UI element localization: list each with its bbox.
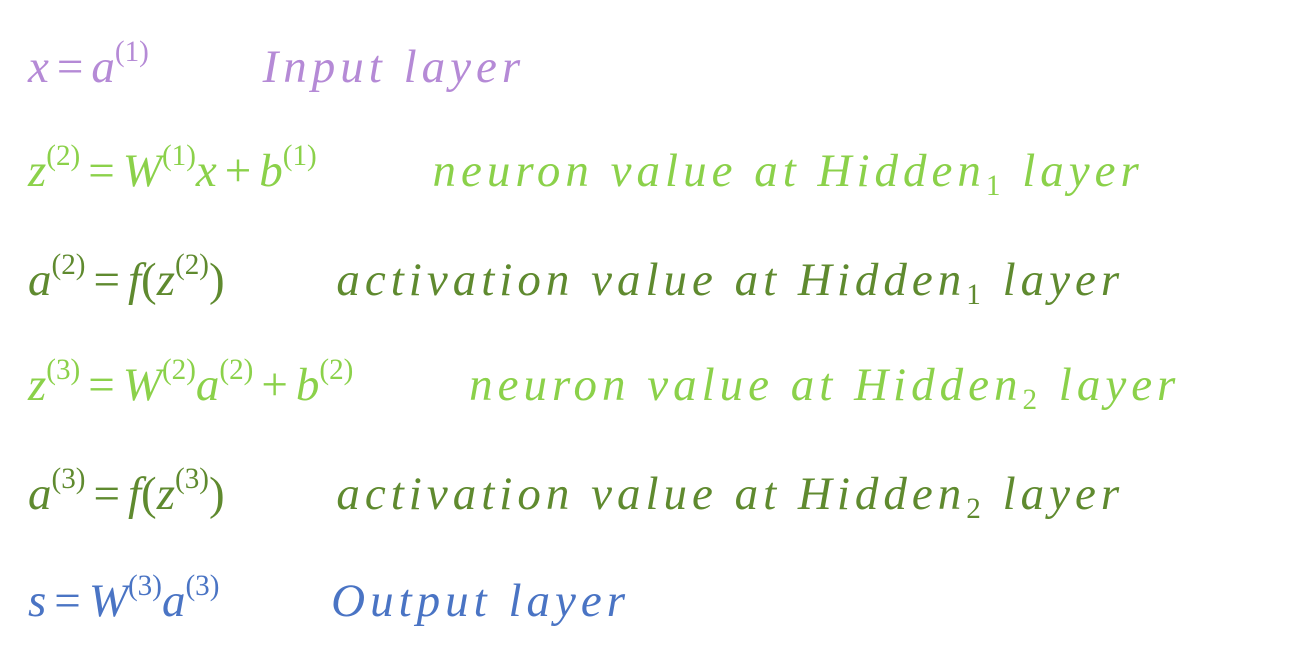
plus-sign: +: [224, 145, 252, 197]
var-a: a: [161, 575, 186, 627]
equation-formula: a(3)=f(z(3)): [28, 464, 225, 520]
var-a: a: [28, 468, 52, 520]
var-w: W: [122, 145, 162, 197]
equation-description: activation value at Hidden2 layer: [336, 468, 1125, 524]
equation-formula: s=W(3)a(3): [28, 571, 219, 627]
open-paren: (: [141, 468, 157, 520]
var-x: x: [28, 41, 49, 93]
equation-description: activation value at Hidden1 layer: [336, 254, 1125, 310]
equation-hidden2-neuron: z(3)=W(2)a(2)+b(2) neuron value at Hidde…: [28, 355, 1181, 415]
equation-formula: z(2)=W(1)x+b(1): [28, 141, 317, 197]
var-a: a: [195, 359, 220, 411]
var-x: x: [195, 145, 217, 197]
var-z: z: [156, 254, 175, 306]
equation-formula: x=a(1): [28, 37, 149, 93]
subscript: 1: [985, 170, 1006, 203]
func-f: f: [127, 468, 142, 520]
equation-description: Output layer: [331, 575, 631, 627]
superscript: (1): [161, 140, 196, 173]
equation-hidden1-activation: a(2)=f(z(2)) activation value at Hidden1…: [28, 250, 1125, 310]
var-z: z: [156, 468, 175, 520]
func-f: f: [127, 254, 142, 306]
var-b: b: [259, 145, 283, 197]
superscript: (1): [114, 36, 149, 69]
subscript: 2: [1022, 384, 1043, 417]
var-z: z: [28, 359, 47, 411]
superscript: (3): [185, 570, 220, 603]
description-tail: layer: [1022, 145, 1144, 197]
description-main: activation value at Hidden: [336, 254, 967, 306]
superscript: (2): [46, 140, 81, 173]
equals-sign: =: [56, 41, 84, 93]
superscript: (2): [51, 249, 86, 282]
plus-sign: +: [261, 359, 288, 411]
description-tail: layer: [1058, 359, 1181, 411]
close-paren: ): [208, 468, 225, 520]
var-z: z: [28, 145, 47, 197]
description-tail: layer: [1002, 468, 1125, 520]
subscript: 1: [966, 279, 986, 312]
superscript: (2): [161, 354, 196, 387]
var-a: a: [28, 254, 52, 306]
description-main: activation value at Hidden: [336, 468, 967, 520]
equals-sign: =: [54, 575, 81, 627]
superscript: (3): [46, 354, 81, 387]
close-paren: ): [208, 254, 225, 306]
subscript: 2: [966, 493, 986, 526]
equation-description: neuron value at Hidden1 layer: [432, 145, 1144, 201]
equals-sign: =: [88, 145, 115, 197]
equation-input-layer: x=a(1) Input layer: [28, 37, 526, 93]
superscript: (2): [219, 354, 254, 387]
equation-description: neuron value at Hidden2 layer: [469, 359, 1181, 415]
equals-sign: =: [93, 254, 120, 306]
var-w: W: [122, 359, 162, 411]
description-main: neuron value at Hidden: [432, 145, 986, 197]
equation-formula: a(2)=f(z(2)): [28, 250, 225, 306]
var-a: a: [91, 41, 115, 93]
superscript: (2): [319, 354, 354, 387]
var-b: b: [295, 359, 320, 411]
superscript: (1): [282, 140, 317, 173]
equation-description: Input layer: [262, 41, 526, 93]
equation-formula: z(3)=W(2)a(2)+b(2): [28, 355, 353, 411]
equals-sign: =: [88, 359, 115, 411]
equation-hidden1-neuron: z(2)=W(1)x+b(1) neuron value at Hidden1 …: [28, 141, 1144, 201]
description-tail: layer: [1002, 254, 1125, 306]
description-main: neuron value at Hidden: [469, 359, 1023, 411]
superscript: (3): [127, 570, 162, 603]
superscript: (3): [51, 463, 86, 496]
superscript: (2): [175, 249, 209, 282]
equals-sign: =: [93, 468, 120, 520]
equation-hidden2-activation: a(3)=f(z(3)) activation value at Hidden2…: [28, 464, 1125, 524]
open-paren: (: [141, 254, 157, 306]
var-w: W: [88, 575, 128, 627]
equation-output-layer: s=W(3)a(3) Output layer: [28, 571, 631, 627]
var-s: s: [28, 575, 47, 627]
superscript: (3): [175, 463, 209, 496]
